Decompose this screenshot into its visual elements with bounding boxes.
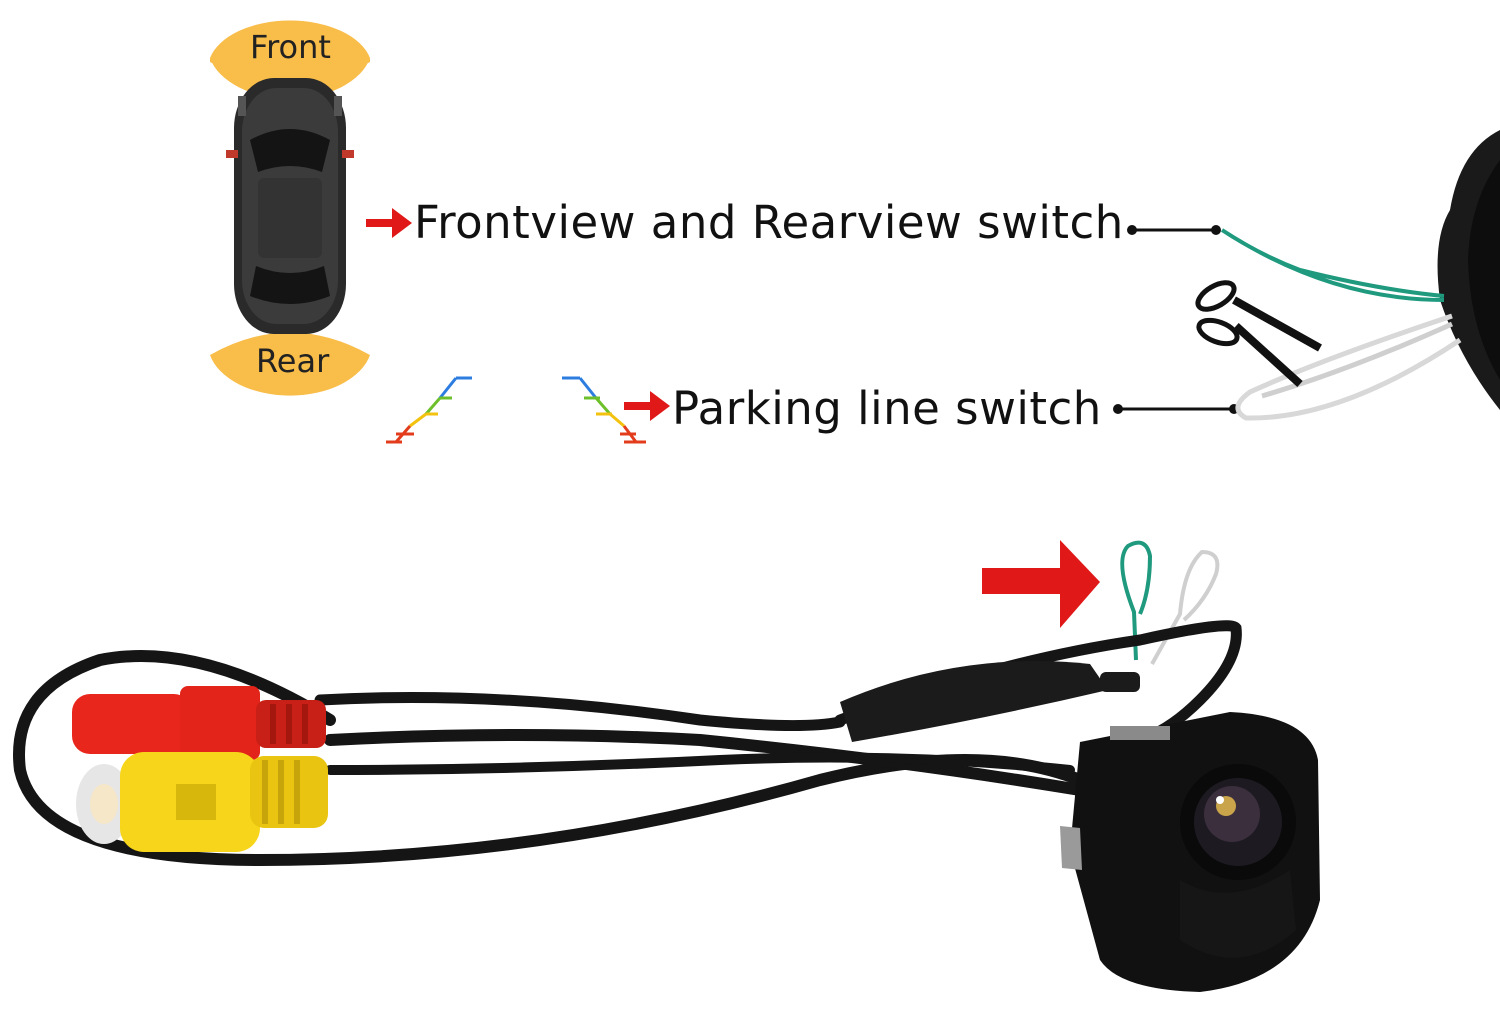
parking-line-switch-label: Parking line switch <box>672 382 1102 435</box>
rear-label: Rear <box>256 342 330 380</box>
front-label: Front <box>250 28 331 66</box>
frontview-rearview-switch-label: Frontview and Rearview switch <box>414 196 1124 249</box>
rear-camera <box>1060 712 1320 992</box>
cable <box>13 620 1242 867</box>
parking-guide-lines-icon <box>562 376 646 444</box>
green-wire-loop <box>1220 228 1445 302</box>
leader-line-frontview <box>1127 225 1221 235</box>
red-arrow-icon <box>624 391 670 421</box>
white-wire-loop <box>1150 549 1220 665</box>
green-wire-loop <box>1120 540 1153 661</box>
white-wire-loop <box>1235 313 1462 421</box>
red-arrow-icon <box>366 208 412 238</box>
scissors-icon <box>1195 280 1322 387</box>
parking-guide-lines-icon <box>386 376 472 444</box>
red-arrow-icon <box>982 540 1100 628</box>
rear-badge <box>210 332 370 396</box>
cable-junction <box>840 661 1140 742</box>
rca-yellow-connector <box>76 752 328 852</box>
rca-red-connector <box>72 686 326 760</box>
front-badge <box>210 20 370 99</box>
car-top-view-icon <box>226 78 354 334</box>
camera-body-partial <box>1437 130 1500 410</box>
leader-line-parking <box>1113 404 1239 414</box>
